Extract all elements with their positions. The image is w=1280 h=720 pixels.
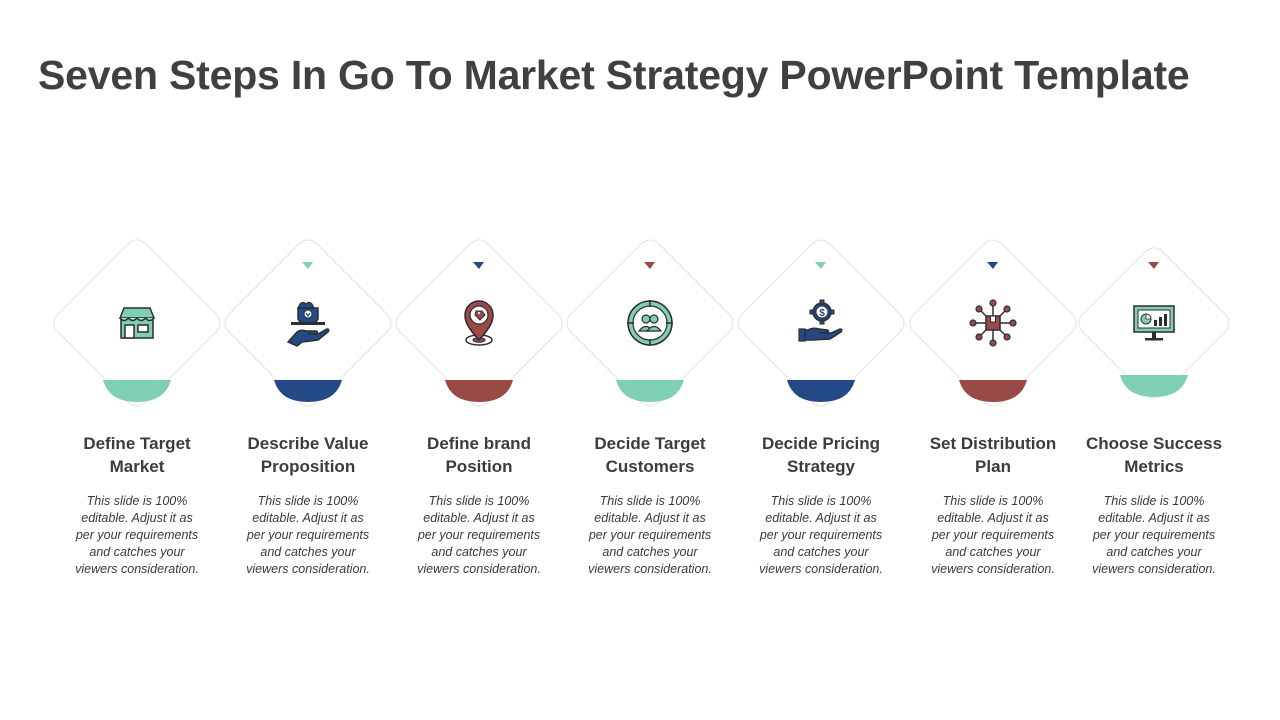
step-accent-cap [616, 380, 684, 402]
step-accent-cap [787, 380, 855, 402]
location-pin-tag-icon [449, 296, 509, 350]
page-title: Seven Steps In Go To Market Strategy Pow… [38, 52, 1190, 98]
hand-offering-gift-icon [278, 296, 338, 350]
step-description: This slide is 100%editable. Adjust it as… [417, 494, 541, 576]
svg-text:$: $ [819, 308, 825, 319]
step-accent-cap [274, 380, 342, 402]
step-description: This slide is 100%editable. Adjust it as… [75, 494, 199, 576]
step-marker-triangle [644, 262, 655, 269]
hand-dollar-gear-icon: $ [791, 296, 851, 350]
step-accent-cap [959, 380, 1027, 402]
step-marker-triangle [473, 262, 484, 269]
step-accent-cap [445, 380, 513, 402]
step-description: This slide is 100%editable. Adjust it as… [246, 494, 370, 576]
metrics-monitor-icon [1124, 296, 1184, 350]
step-marker-triangle [987, 262, 998, 269]
step-description: This slide is 100%editable. Adjust it as… [931, 494, 1055, 576]
step-marker-triangle [815, 262, 826, 269]
step-description: This slide is 100%editable. Adjust it as… [588, 494, 712, 576]
step-description: This slide is 100%editable. Adjust it as… [1092, 494, 1216, 576]
step-description: This slide is 100%editable. Adjust it as… [759, 494, 883, 576]
step-marker-triangle [1148, 262, 1159, 269]
step-marker-triangle [302, 262, 313, 269]
storefront-icon [107, 296, 167, 350]
step-accent-cap [103, 380, 171, 402]
distribution-network-icon [963, 296, 1023, 350]
step-accent-cap [1120, 375, 1188, 397]
target-customers-icon [620, 296, 680, 350]
